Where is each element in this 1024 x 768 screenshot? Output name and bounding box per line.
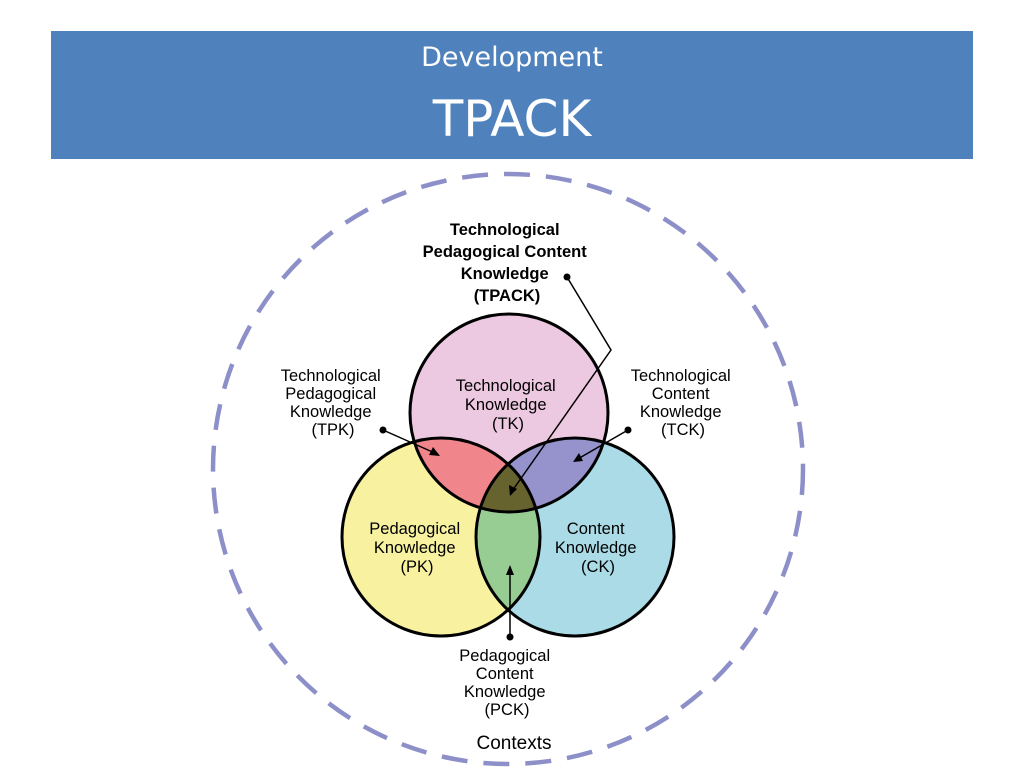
tpack-label: Technological Pedagogical Content Knowle… — [423, 221, 592, 305]
pk-label: Pedagogical Knowledge (PK) — [369, 520, 464, 576]
tck-arrowhead — [573, 453, 583, 462]
tpk-label: Technological Pedagogical Knowledge (TPK… — [281, 367, 386, 439]
contexts-label: Contexts — [477, 733, 552, 754]
ck-outline — [474, 436, 676, 638]
tpack-arrowhead — [509, 485, 517, 496]
tk-label: Technological Knowledge (TK) — [456, 377, 561, 433]
pck-arrowhead — [506, 565, 514, 575]
tpack-leader-dot — [563, 273, 571, 281]
pck-label: Pedagogical Content Knowledge (PCK) — [459, 647, 554, 719]
title-bar: Development TPACK — [51, 31, 973, 159]
tpk-arrowhead — [429, 447, 440, 456]
tck-leader-dot — [624, 426, 632, 434]
tpk-leader-line — [382, 429, 438, 455]
tpack-leader-line — [509, 276, 612, 495]
pk-outline — [340, 436, 542, 638]
tck-leader-line — [575, 429, 629, 461]
tk-outline — [408, 312, 610, 514]
tck-label: Technological Content Knowledge (TCK) — [631, 367, 736, 439]
contexts-ring — [210, 171, 806, 767]
ck-label: Content Knowledge (CK) — [555, 520, 641, 576]
tpk-leader-dot — [379, 426, 387, 434]
slide-title: TPACK — [432, 90, 592, 148]
slide-subtitle: Development — [421, 42, 603, 73]
pck-leader-dot — [506, 633, 514, 641]
